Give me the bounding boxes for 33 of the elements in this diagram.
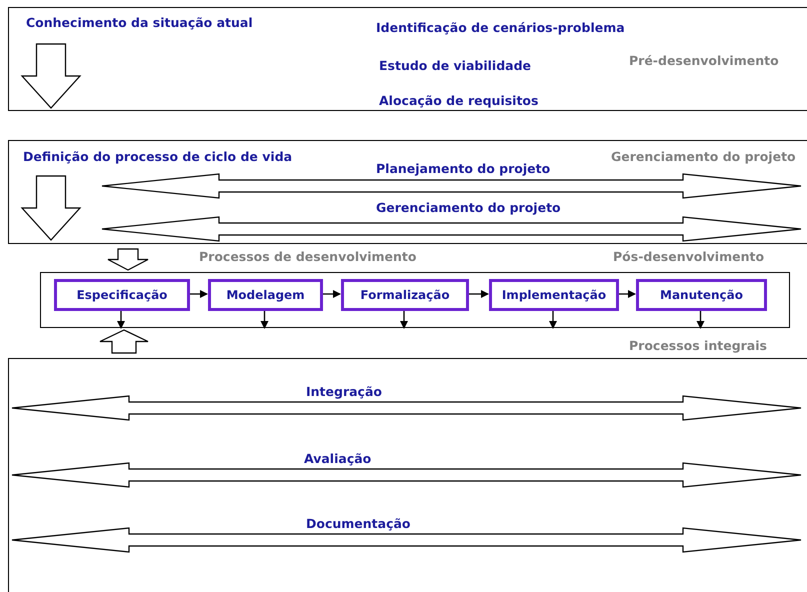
arrow — [618, 290, 636, 298]
activity-label: Identificação de cenários-problema — [376, 20, 625, 35]
arrow-label: Integração — [306, 384, 382, 399]
phase-label: Pré-desenvolvimento — [629, 53, 779, 68]
arrow — [322, 290, 341, 298]
section-panel — [8, 140, 807, 244]
arrow — [189, 290, 208, 298]
section-panel — [8, 7, 807, 111]
arrow — [117, 310, 125, 329]
arrow — [400, 310, 408, 329]
arrow-label: Planejamento do projeto — [376, 161, 550, 176]
section-heading: Conhecimento da situação atual — [26, 15, 253, 30]
phase-label: Pós-desenvolvimento — [613, 249, 764, 264]
arrow — [549, 310, 557, 329]
arrow-label: Documentação — [306, 516, 411, 531]
process-box: Especificação — [54, 279, 190, 311]
arrow — [468, 290, 489, 298]
section-heading: Definição do processo de ciclo de vida — [23, 149, 292, 164]
arrow — [696, 310, 704, 329]
block-arrow — [99, 329, 149, 354]
phase-label: Processos de desenvolvimento — [199, 249, 416, 264]
arrow — [260, 310, 268, 329]
process-box: Formalização — [341, 279, 469, 311]
arrow-label: Avaliação — [304, 451, 372, 466]
block-arrow — [107, 248, 149, 271]
process-box: Manutenção — [636, 279, 767, 311]
activity-label: Alocação de requisitos — [379, 93, 538, 108]
process-box: Implementação — [489, 279, 619, 311]
process-box: Modelagem — [208, 279, 323, 311]
phase-label: Processos integrais — [629, 338, 767, 353]
activity-label: Estudo de viabilidade — [379, 58, 531, 73]
phase-label: Gerenciamento do projeto — [611, 149, 796, 164]
arrow-label: Gerenciamento do projeto — [376, 200, 561, 215]
